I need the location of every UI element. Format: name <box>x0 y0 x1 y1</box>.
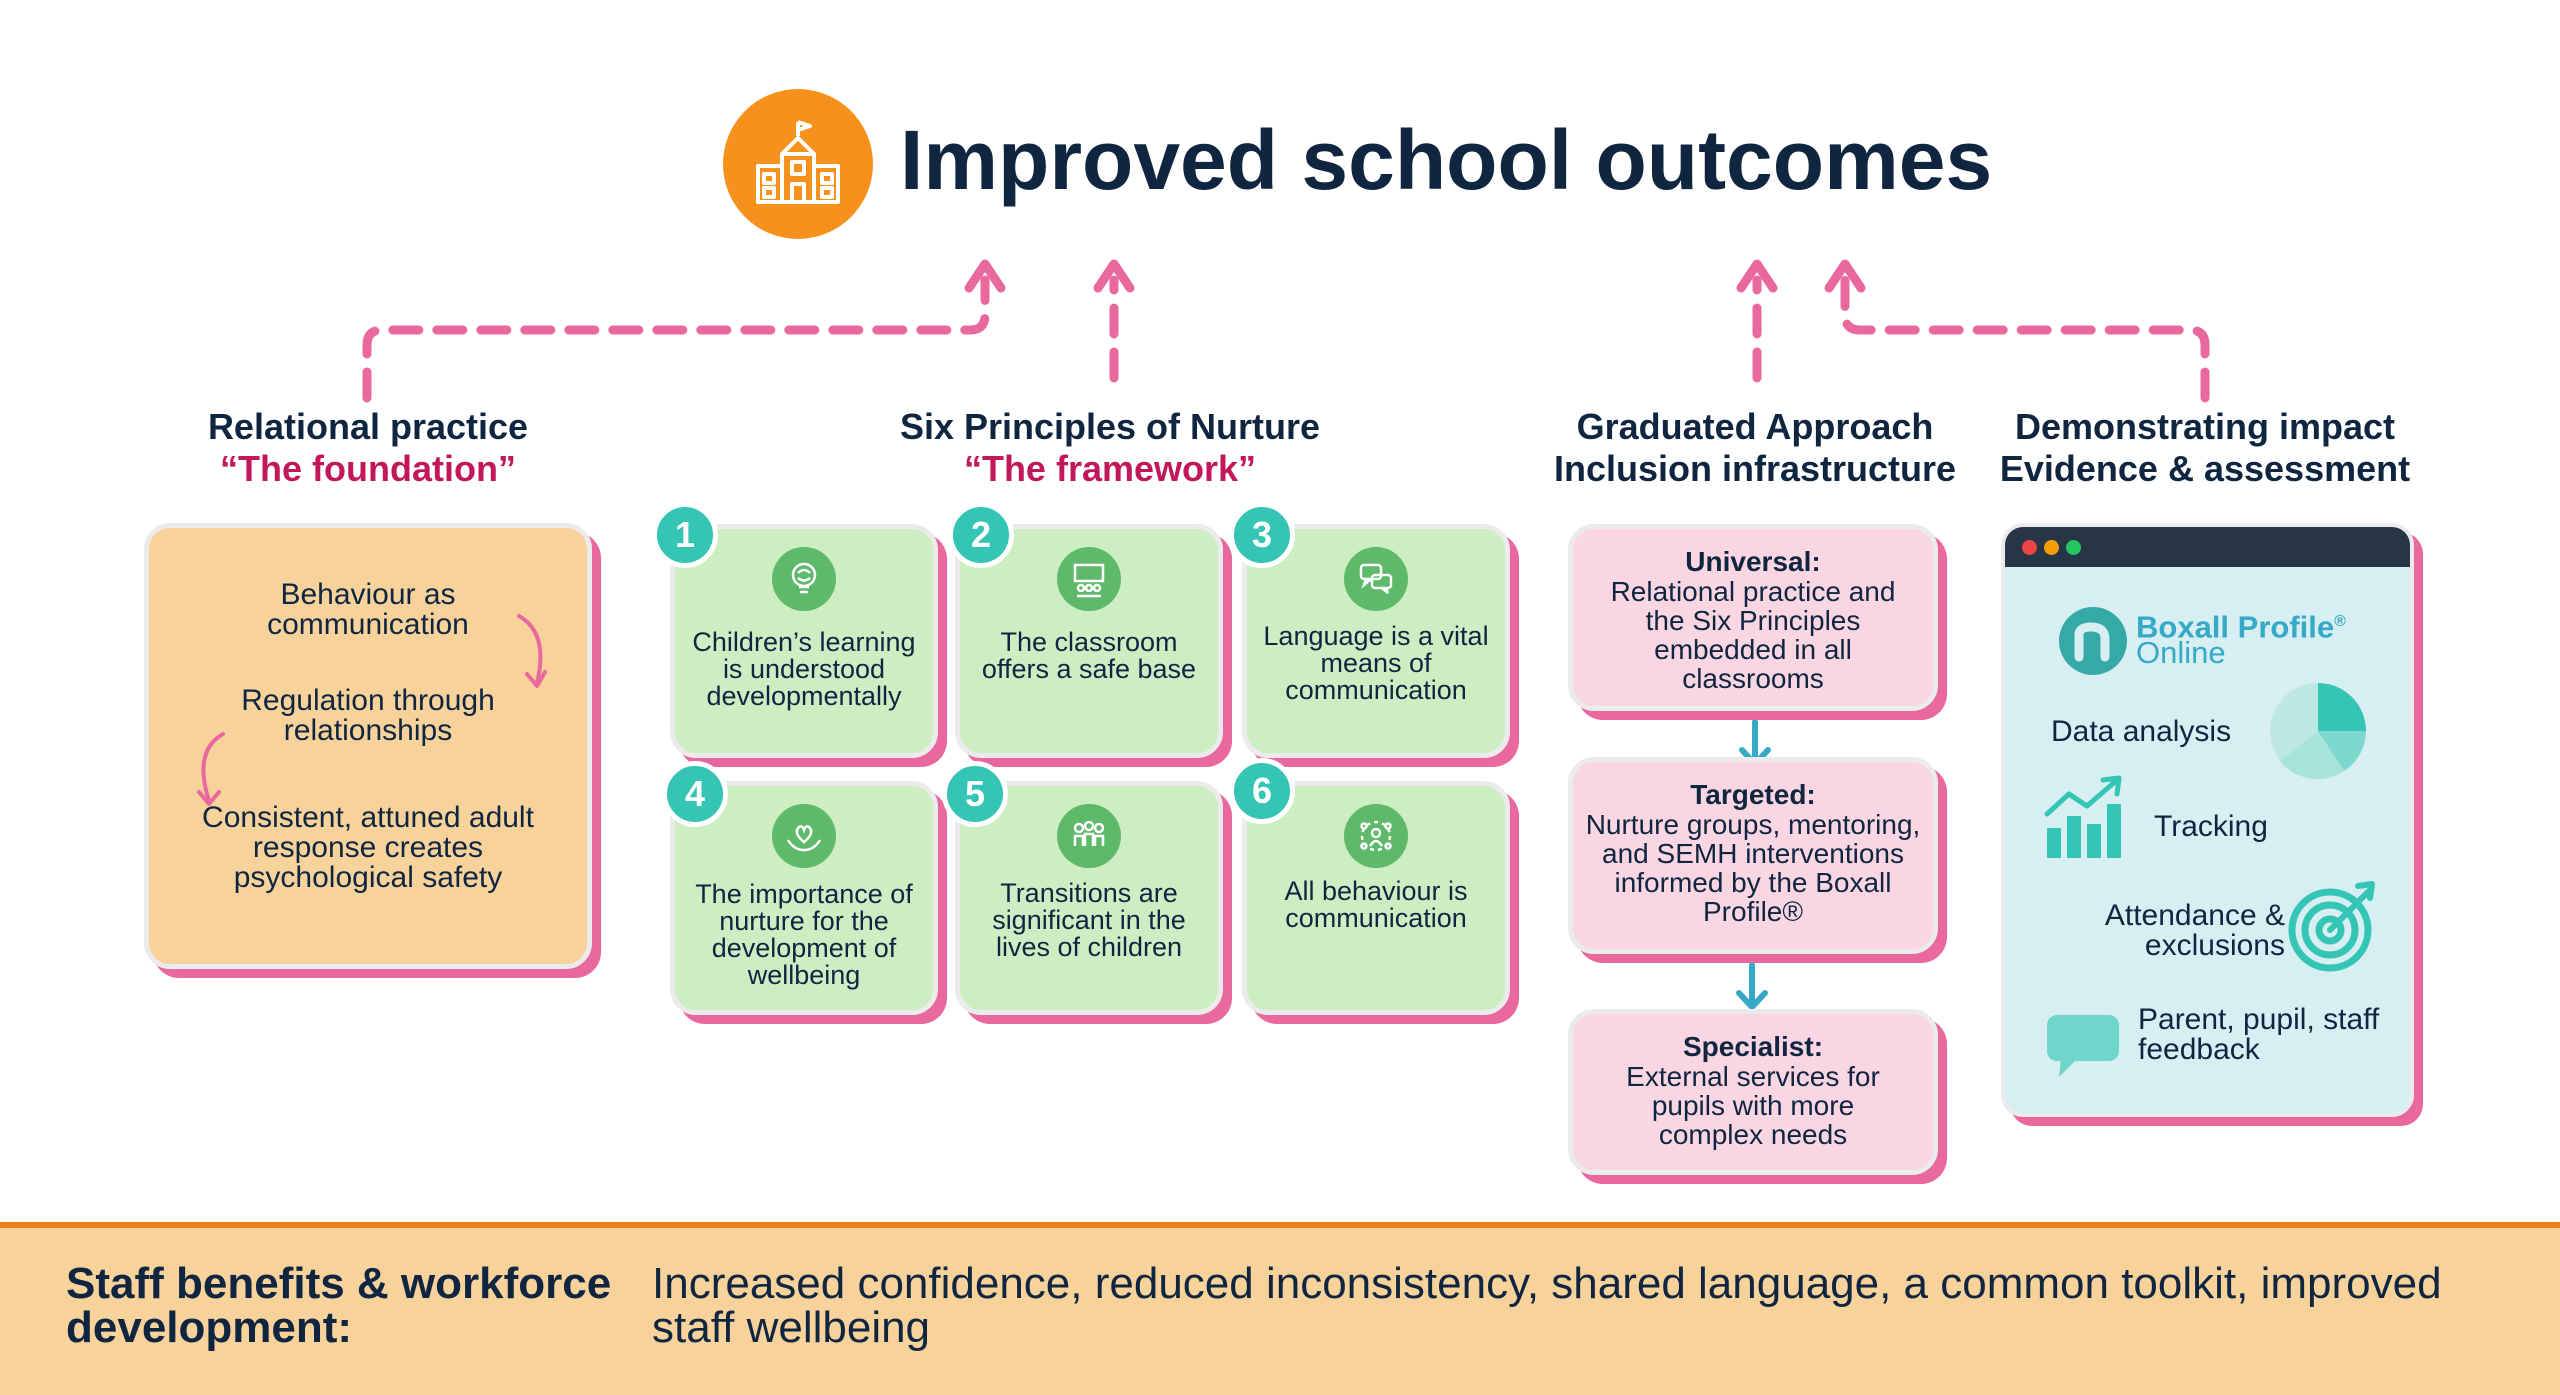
page-title: Improved school outcomes <box>900 113 1993 207</box>
principle-number-badge: 4 <box>662 761 728 827</box>
tier-body: Relational practice and the Six Principl… <box>1610 576 1896 694</box>
footer-label: Staff benefits & workforce development: <box>66 1259 612 1352</box>
principle-card-5: Transitions are significant in the lives… <box>955 781 1223 1015</box>
tier-title: Targeted: <box>1690 779 1816 810</box>
pie-chart-icon <box>2270 683 2366 779</box>
principle-number-badge: 2 <box>948 502 1014 568</box>
footer-band <box>0 1222 2560 1395</box>
tier-title: Specialist: <box>1682 1031 1824 1062</box>
heart-hands-icon <box>772 804 836 868</box>
maximize-dot-icon <box>2066 540 2081 555</box>
principle-text: All behaviour is communication <box>1284 876 1468 933</box>
close-dot-icon <box>2022 540 2037 555</box>
principle-card-2: The classroom offers a safe base <box>955 524 1223 758</box>
relational-card: Behaviour as communication Regulation th… <box>144 523 592 969</box>
targeted-tier-card: Targeted: Nurture groups, mentoring, and… <box>1568 757 1938 954</box>
relational-subtitle: “The foundation” <box>220 448 516 489</box>
principle-text: Children’s learning is understood develo… <box>692 627 916 711</box>
group-transition-icon <box>1057 804 1121 868</box>
impact-item-label: Parent, pupil, staff feedback <box>2138 1003 2380 1066</box>
principles-title: Six Principles of Nurture <box>899 406 1321 447</box>
brand-name: Boxall Profile® <box>2136 607 2346 642</box>
graduated-heading: Graduated Approach Inclusion infrastruct… <box>1540 406 1970 490</box>
school-icon <box>723 89 873 239</box>
tier-body: External services for pupils with more c… <box>1626 1061 1880 1150</box>
footer-text: Increased confidence, reduced inconsiste… <box>652 1259 2442 1352</box>
brand-line2: Online <box>2136 635 2226 670</box>
speech-bubbles-icon <box>1344 547 1408 611</box>
principle-card-6: All behaviour is communication <box>1242 781 1510 1015</box>
relational-item: Consistent, attuned adult response creat… <box>202 801 534 894</box>
principle-card-1: Children’s learning is understood develo… <box>670 524 938 758</box>
relational-title: Relational practice <box>207 406 529 447</box>
graduated-subtitle: Inclusion infrastructure <box>1553 448 1957 489</box>
growth-chart-icon <box>2044 775 2122 858</box>
brain-lightbulb-icon <box>772 547 836 611</box>
curved-arrow-icon <box>517 614 547 688</box>
tier-body: Nurture groups, mentoring, and SEMH inte… <box>1585 809 1921 927</box>
minimize-dot-icon <box>2044 540 2059 555</box>
chat-bubble-icon <box>2047 1015 2119 1077</box>
impact-heading: Demonstrating impact Evidence & assessme… <box>1985 406 2425 490</box>
principle-card-3: Language is a vital means of communicati… <box>1242 524 1510 758</box>
tier-title: Universal: <box>1685 546 1821 577</box>
brand-line1: Boxall Profile <box>2136 609 2335 645</box>
impact-title: Demonstrating impact <box>2014 406 2396 447</box>
principles-subtitle: “The framework” <box>963 448 1257 489</box>
principle-number-badge: 5 <box>942 761 1008 827</box>
graduated-title: Graduated Approach <box>1576 406 1934 447</box>
impact-item-label: Tracking <box>2154 810 2268 843</box>
relational-heading: Relational practice “The foundation” <box>148 406 588 490</box>
universal-tier-card: Universal: Relational practice and the S… <box>1568 524 1938 711</box>
principle-number-badge: 1 <box>652 502 718 568</box>
relational-item: Behaviour as communication <box>267 578 469 641</box>
boxall-logo-icon <box>2059 607 2127 675</box>
brand-registered: ® <box>2334 613 2346 630</box>
specialist-tier-card: Specialist: External services for pupils… <box>1568 1009 1938 1175</box>
impact-subtitle: Evidence & assessment <box>1999 448 2411 489</box>
relational-item: Regulation through relationships <box>241 684 495 747</box>
target-icon <box>2288 881 2375 972</box>
principle-number-badge: 6 <box>1229 758 1295 824</box>
principles-heading: Six Principles of Nurture “The framework… <box>840 406 1380 490</box>
curved-arrow-icon <box>197 732 225 806</box>
principle-text: The classroom offers a safe base <box>981 627 1197 684</box>
impact-panel: Boxall Profile® Online Data analysis Tra… <box>2001 523 2414 1117</box>
people-network-icon <box>1344 804 1408 868</box>
principle-text: The importance of nurture for the develo… <box>695 879 913 990</box>
classroom-icon <box>1057 547 1121 611</box>
principle-text: Transitions are significant in the lives… <box>992 878 1186 962</box>
impact-item-label: Data analysis <box>2051 715 2232 748</box>
impact-item-label: Attendance & exclusions <box>2104 899 2285 962</box>
window-titlebar <box>2005 527 2410 567</box>
principle-text: Language is a vital means of communicati… <box>1263 621 1489 705</box>
principle-number-badge: 3 <box>1229 502 1295 568</box>
